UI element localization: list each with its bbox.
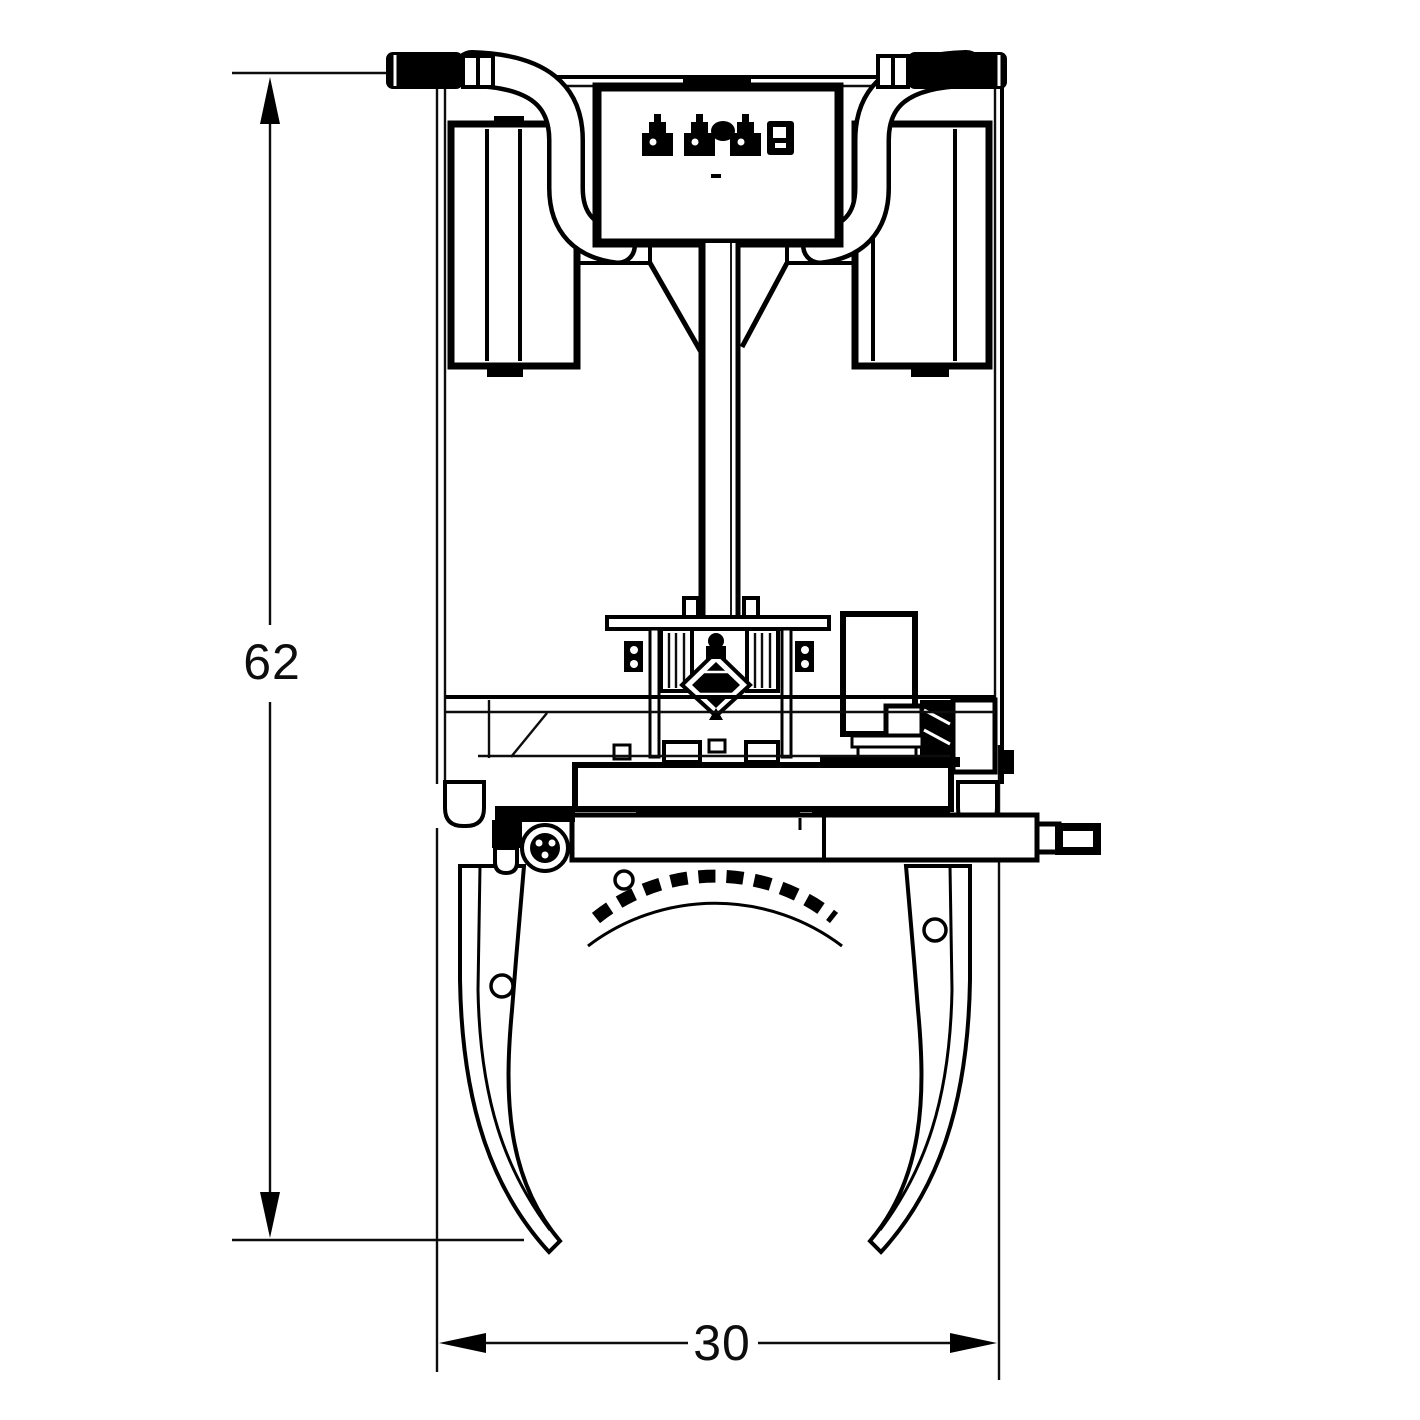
valve-knob-3-dot	[737, 138, 745, 146]
grapple-arm-left	[458, 864, 563, 1255]
pump-side-block	[883, 703, 925, 739]
mast-column-fill	[701, 243, 740, 621]
arm-hole-lower-left	[489, 973, 515, 999]
platform-block-4	[744, 740, 780, 764]
side-column-right	[780, 627, 793, 759]
toothed-arc	[591, 869, 839, 924]
valve-box-top-tab	[683, 79, 751, 89]
cylinder-end-fitting	[1055, 823, 1101, 855]
platform-main-slab	[572, 762, 954, 812]
toothed-arc-thin-line	[587, 901, 843, 948]
left-panel-foot-tab	[487, 365, 523, 377]
width-arrow-right	[950, 1333, 997, 1353]
left-grip-ring-1	[461, 54, 480, 89]
right-grip-ring-1	[891, 54, 910, 89]
cylinder-assembly	[492, 806, 1101, 876]
control-valve-box	[592, 79, 844, 248]
right-handle-grip	[908, 52, 1007, 89]
height-arrow-up	[260, 77, 280, 124]
gear-bottom-point	[709, 708, 723, 720]
hub-bolt-1	[535, 839, 543, 847]
hub-u-bracket	[493, 846, 519, 876]
funnel-diagonal-right	[739, 261, 790, 349]
hub-mount-block	[492, 820, 522, 848]
valve-knob-2-dot	[691, 138, 699, 146]
drive-mechanism	[605, 596, 831, 759]
bolt-right-1	[801, 646, 809, 654]
funnel-diagonal-left	[647, 261, 704, 354]
valve-knob-3	[730, 114, 761, 156]
grapple-arm-left-plate-line	[476, 865, 552, 1231]
bolt-bracket-left	[624, 641, 643, 672]
valve-knob-2	[684, 114, 715, 156]
arm-hole-upper-left	[613, 869, 635, 891]
left-frame-foot	[443, 780, 486, 828]
pump-stack-1	[850, 734, 924, 749]
gear-finial-ball	[708, 633, 724, 649]
pump-assembly	[820, 611, 998, 775]
handle-tube-left	[457, 54, 633, 261]
horizontal-cylinder	[569, 812, 1040, 863]
grapple-arms	[458, 864, 972, 1255]
valve-knob-4-window	[773, 127, 786, 138]
handle-tubes	[386, 50, 1007, 265]
right-grip-ring-2	[876, 54, 895, 89]
width-dimension-label: 30	[693, 1315, 751, 1371]
height-dimension-label: 62	[243, 634, 301, 690]
grapple-arm-right-plate-line	[878, 865, 954, 1231]
gear-finial-neck	[706, 646, 726, 659]
side-column-left	[648, 627, 661, 759]
platform-block-3	[707, 738, 727, 754]
left-diagonal-brace	[510, 712, 548, 758]
height-arrow-down	[260, 1192, 280, 1238]
base-platform	[445, 695, 995, 816]
left-grip-ring-2	[476, 54, 495, 89]
hub-mount-top	[495, 806, 575, 822]
platform-block-2	[662, 740, 702, 764]
bolt-left-2	[630, 660, 638, 668]
valve-knob-4-dash	[775, 143, 786, 148]
valve-box-body	[592, 82, 844, 248]
right-side-nub	[999, 750, 1014, 774]
grapple-arm-right	[867, 864, 972, 1255]
right-panel-foot-tab	[911, 365, 949, 377]
left-panel-top-tab	[494, 116, 524, 125]
arm-hole-right	[922, 917, 948, 943]
hub-bolt-2	[548, 839, 556, 847]
valve-knob-1	[642, 114, 673, 156]
bolt-right-2	[801, 660, 809, 668]
width-arrow-left	[439, 1333, 486, 1353]
valve-knob-connector	[711, 121, 735, 141]
mechanism-top-plate	[605, 615, 831, 631]
valve-knob-1-dot	[649, 138, 657, 146]
hub-bolt-3	[541, 851, 549, 859]
bolt-bracket-right	[795, 641, 814, 672]
motor-highlight-2	[923, 728, 951, 746]
valve-box-inner-mark	[711, 174, 721, 178]
left-handle-grip	[386, 52, 463, 89]
mast-and-funnel	[577, 243, 855, 621]
bolt-left-1	[630, 646, 638, 654]
